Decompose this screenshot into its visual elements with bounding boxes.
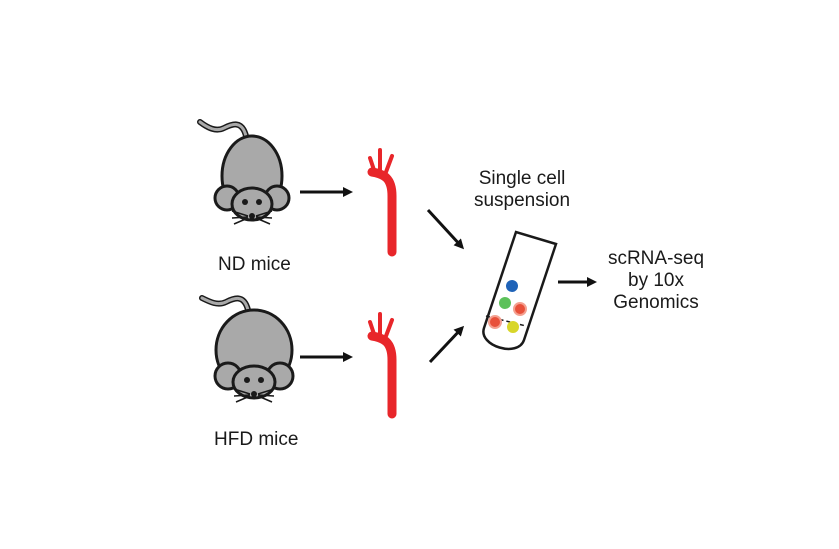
sequencing-label-line3: Genomics — [613, 292, 699, 313]
aorta-icon — [367, 148, 397, 257]
suspension-label-line1: Single cell — [478, 168, 566, 189]
cell-blue-icon — [506, 280, 518, 292]
cell-red-icon — [488, 315, 502, 329]
hfd-mice-label: HFD mice — [214, 429, 299, 450]
test-tube-icon — [482, 230, 558, 351]
cell-green-icon — [499, 297, 511, 309]
hfd-mouse-icon — [199, 295, 295, 403]
aorta-icon — [367, 312, 397, 419]
arrow-icon — [426, 208, 465, 250]
suspension-label: Single cell suspension — [462, 168, 582, 212]
suspension-label-line2: suspension — [473, 190, 571, 211]
cell-red-icon — [513, 302, 527, 316]
sequencing-label-line1: scRNA-seq — [607, 248, 705, 269]
sequencing-label-line2: by 10x — [628, 270, 684, 291]
nd-mouse-icon — [197, 119, 291, 225]
sequencing-label: scRNA-seq by 10x Genomics — [598, 248, 714, 314]
arrow-icon — [428, 325, 465, 364]
nd-mice-label: ND mice — [218, 254, 291, 275]
cell-yellow-icon — [507, 321, 519, 333]
